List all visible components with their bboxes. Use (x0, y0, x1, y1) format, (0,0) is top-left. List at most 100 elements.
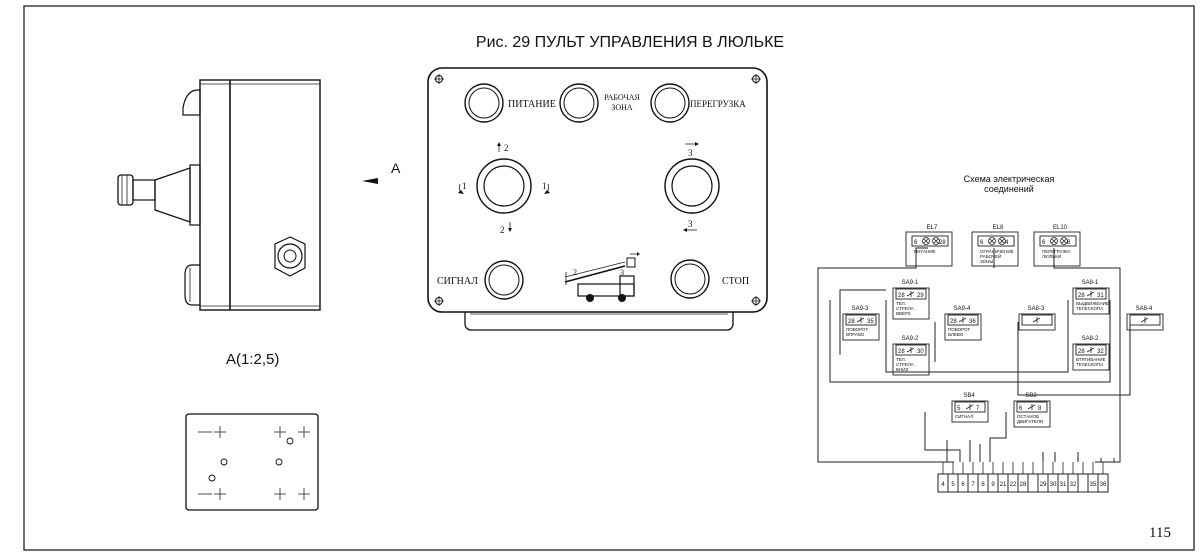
joystick-side (117, 164, 201, 226)
switch-pin: 7 (976, 406, 980, 412)
terminal-label: 7 (971, 482, 975, 488)
lamp-caption: ОГРАНИЧЕНИЕ (980, 249, 1014, 254)
switch-caption: ПОВОРОТ (948, 327, 970, 332)
figure-title: Рис. 29 ПУЛЬТ УПРАВЛЕНИЯ В ЛЮЛЬКЕ (476, 34, 784, 51)
switch-pin: 28 (1078, 349, 1085, 355)
switch-caption: ПОВОРОТ (846, 327, 868, 332)
lamp-caption: РАБОЧЕЙ (980, 252, 1001, 259)
contact-symbol-icon (1086, 347, 1095, 353)
terminal-label: 9 (991, 482, 995, 488)
switch-id: SA9-4 (954, 306, 971, 312)
lamp-id: EL10 (1053, 225, 1068, 231)
terminal-label: 21 (1000, 482, 1007, 488)
terminal-label: 31 (1060, 482, 1067, 488)
lamp-symbol-icon (998, 237, 1006, 245)
lamp-symbol-icon (1060, 237, 1068, 245)
button-signal (484, 260, 524, 300)
switch-pin: 28 (950, 319, 957, 325)
joystick-left-left: 1 (462, 181, 467, 191)
crane-truck-pictogram (564, 252, 640, 302)
terminal-label: 8 (981, 482, 985, 488)
switch-id: SA8-2 (1082, 336, 1099, 342)
terminal-label: 29 (1040, 482, 1047, 488)
lamp-work-zone-label-1: РАБОЧАЯ (604, 93, 640, 102)
switch-id: SA9-3 (852, 306, 869, 312)
contact-symbol-icon (906, 347, 915, 353)
switch-caption: СТРЕЛА (896, 306, 914, 311)
switch-pin: 30 (917, 349, 924, 355)
crane-mark-1: 2 (573, 268, 577, 277)
lamp-power (464, 83, 504, 123)
joystick-left-up: 2 (504, 143, 509, 153)
terminal-label: 35 (1090, 482, 1097, 488)
front-panel: ПИТАНИЕ РАБОЧАЯ ЗОНА ПЕРЕГРУЗКА 2 2 1 1 (427, 67, 768, 331)
lamp-work-zone (559, 83, 599, 123)
switch-pin: 36 (969, 319, 976, 325)
switch-caption: ДВИГАТЕЛЯ (1017, 419, 1043, 424)
schematic-title-2: соединений (984, 184, 1034, 194)
switch-id: SB2 (1025, 393, 1037, 399)
joystick-left-down: 2 (500, 225, 505, 235)
lamp-caption: ПИТАНИЕ (914, 249, 936, 254)
lamp-caption: ЗОНЫ (980, 259, 993, 264)
switch-caption: ВЛЕВО (948, 332, 964, 337)
switch-caption: ВЫДВИЖЕНИЕ (1076, 301, 1109, 306)
contact-symbol-icon (958, 317, 967, 323)
crane-mark-2: 3 (620, 268, 624, 277)
contact-symbol-icon (856, 317, 865, 323)
joystick-right (664, 142, 720, 232)
lamp-work-zone-label-2: ЗОНА (611, 103, 633, 112)
joystick-left-right: 1 (542, 181, 547, 191)
switch-id: SA9-1 (902, 280, 919, 286)
switch-pin: 32 (1097, 349, 1104, 355)
lamp-id: EL7 (927, 225, 938, 231)
switch-caption: ВПРАВО (846, 332, 865, 337)
lamp-overload-label: ПЕРЕГРУЗКА (690, 99, 746, 109)
terminal-label: 28 (1020, 482, 1027, 488)
switch-caption: ОСТАНОВ (1017, 414, 1039, 419)
lamp-symbol-icon (1050, 237, 1058, 245)
switch-pin: 35 (867, 319, 874, 325)
switch-pin: 28 (898, 293, 905, 299)
schematic-switch-sa8-4: SA8-4 (1126, 306, 1164, 331)
joystick-left (458, 142, 550, 232)
switch-caption: ВВЕРХ (896, 311, 911, 316)
schematic-title-1: Схема электрическая (964, 174, 1055, 184)
joystick-right-down: 3 (688, 219, 693, 229)
switch-caption: СИГНАЛ (955, 414, 973, 419)
switch-pin: 6 (1019, 406, 1023, 412)
lamp-caption: ЛЮЛЬКИ (1042, 254, 1061, 259)
terminal-label: 6 (961, 482, 965, 488)
contact-symbol-icon (965, 404, 974, 410)
switch-pin: 31 (1097, 293, 1104, 299)
mounting-hole-pattern (185, 413, 319, 511)
contact-symbol-icon (906, 291, 915, 297)
side-view (117, 79, 321, 311)
switch-id: SA8-3 (1028, 306, 1045, 312)
terminal-cell (1027, 473, 1039, 493)
cable-gland-side (274, 236, 306, 277)
sheet-frame (23, 5, 1195, 551)
contact-symbol-icon (1032, 317, 1041, 323)
switch-caption: ТЕЛ. (896, 357, 906, 362)
switch-caption: ТЕЛ. (896, 301, 906, 306)
switch-pin: 28 (898, 349, 905, 355)
lamp-power-label: ПИТАНИЕ (508, 99, 556, 110)
view-arrow (362, 178, 378, 184)
contact-symbol-icon (1027, 404, 1036, 410)
switch-caption: ВНИЗ (896, 367, 908, 372)
lamp-pin: 8 (1067, 240, 1071, 246)
switch-pin: 28 (1078, 293, 1085, 299)
switch-caption: ТЕЛЕСКОПА (1076, 306, 1103, 311)
lamp-id: EL8 (993, 225, 1004, 231)
